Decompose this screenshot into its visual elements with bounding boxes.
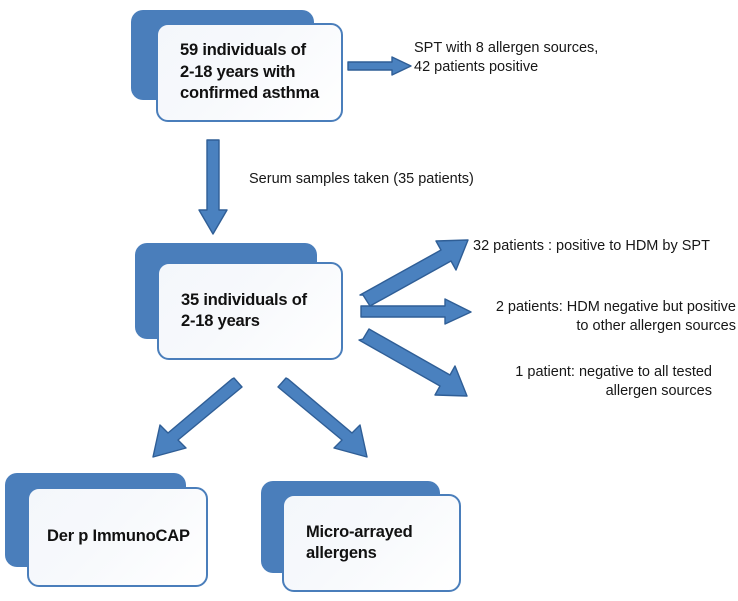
middle-box-front-card: 35 individuals of 2-18 years (157, 262, 343, 360)
annotation-spt-result: SPT with 8 allergen sources, 42 patients… (414, 40, 599, 75)
annotation-serum-samples: Serum samples taken (35 patients) (249, 171, 474, 187)
node-bottom-left-box[interactable]: Der p ImmunoCAP (5, 473, 208, 587)
arrow-middle-box-to-all-negative (358, 328, 475, 403)
arrow-middle-box-to-bottom-right-box (276, 377, 370, 462)
arrow-middle-box-to-hdm-positive (359, 235, 475, 307)
annotation-all-negative: 1 patient: negative to all tested allerg… (515, 364, 712, 399)
annotation-hdm-negative: 2 patients: HDM negative but positive to… (495, 299, 736, 334)
arrow-top-box-to-middle-box (196, 139, 230, 235)
arrow-middle-box-to-bottom-left-box (150, 377, 244, 462)
middle-box-label: 35 individuals of 2-18 years (181, 290, 307, 330)
bottom-right-box-label: Micro-arrayed allergens (306, 522, 413, 562)
top-box-label: 59 individuals of 2-18 years with confir… (180, 41, 319, 103)
node-bottom-right-box[interactable]: Micro-arrayed allergens (261, 481, 461, 592)
node-middle-box[interactable]: 35 individuals of 2-18 years (135, 243, 343, 360)
top-box-front-card: 59 individuals of 2-18 years with confir… (156, 23, 343, 122)
arrow-middle-box-to-hdm-negative (360, 298, 473, 325)
bottom-left-box-front-card: Der p ImmunoCAP (27, 487, 208, 587)
bottom-left-box-label: Der p ImmunoCAP (47, 527, 190, 546)
bottom-right-box-front-card: Micro-arrayed allergens (282, 494, 461, 592)
node-top-box[interactable]: 59 individuals of 2-18 years with confir… (131, 10, 343, 122)
arrow-top-box-to-spt-result (347, 56, 412, 76)
annotation-hdm-positive: 32 patients : positive to HDM by SPT (473, 238, 710, 254)
